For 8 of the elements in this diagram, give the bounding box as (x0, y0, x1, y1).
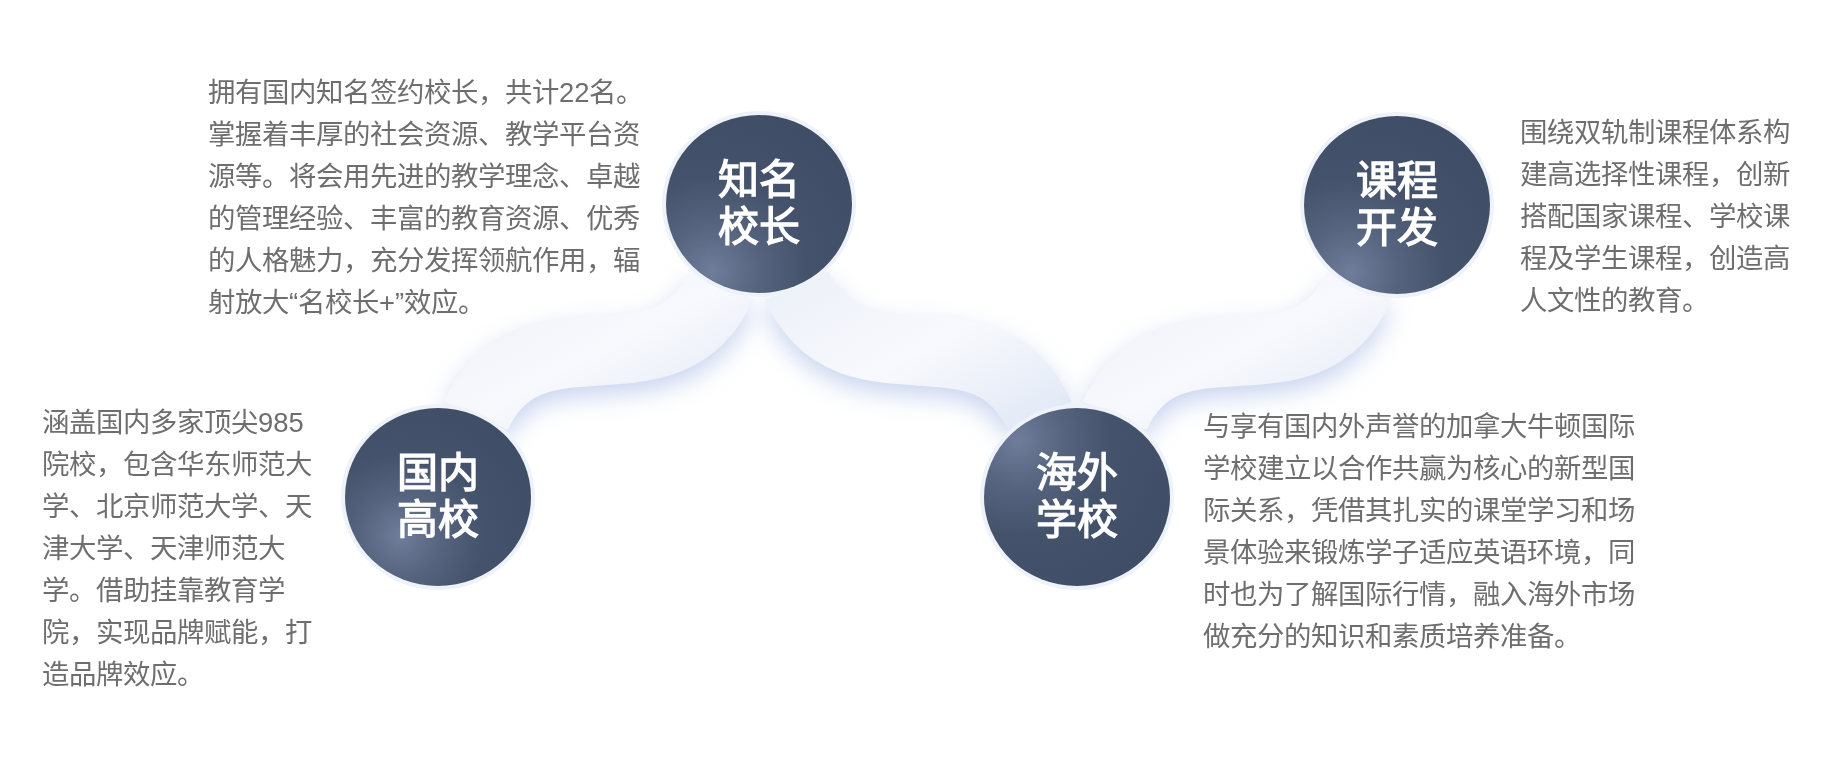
description-text: 拥有国内知名签约校长，共计22名。掌握着丰厚的社会资源、教学平台资源等。将会用先进的教学理念、卓越的管理经验、丰富的教育资源、优秀的人格魅力，充分发挥领航作用，辐射放大“名校长+”效应。 (208, 76, 645, 320)
description-text: 围绕双轨制课程体系构建高选择性课程，创新搭配国家课程、学校课程及学生课程，创造高人文性的教育。 (1520, 116, 1791, 318)
description-text: 涵盖国内多家顶尖985院校，包含华东师范大学、北京师范大学、天津大学、天津师范大学。借助挂靠教育学院，实现品牌赋能，打造品牌效应。 (42, 406, 313, 692)
circle-label: 海外学校 (1035, 450, 1119, 544)
circle-label: 课程开发 (1355, 158, 1439, 252)
circle-label: 知名校长 (717, 157, 801, 251)
description-text: 与享有国内外声誉的加拿大牛顿国际学校建立以合作共赢为核心的新型国际关系，凭借其扎实的课堂学习和场景体验来锻炼学子适应英语环境，同时也为了解国际行情，融入海外市场做充分的知识和素质培养准备。 (1203, 410, 1636, 654)
circle-label: 国内高校 (396, 450, 480, 544)
